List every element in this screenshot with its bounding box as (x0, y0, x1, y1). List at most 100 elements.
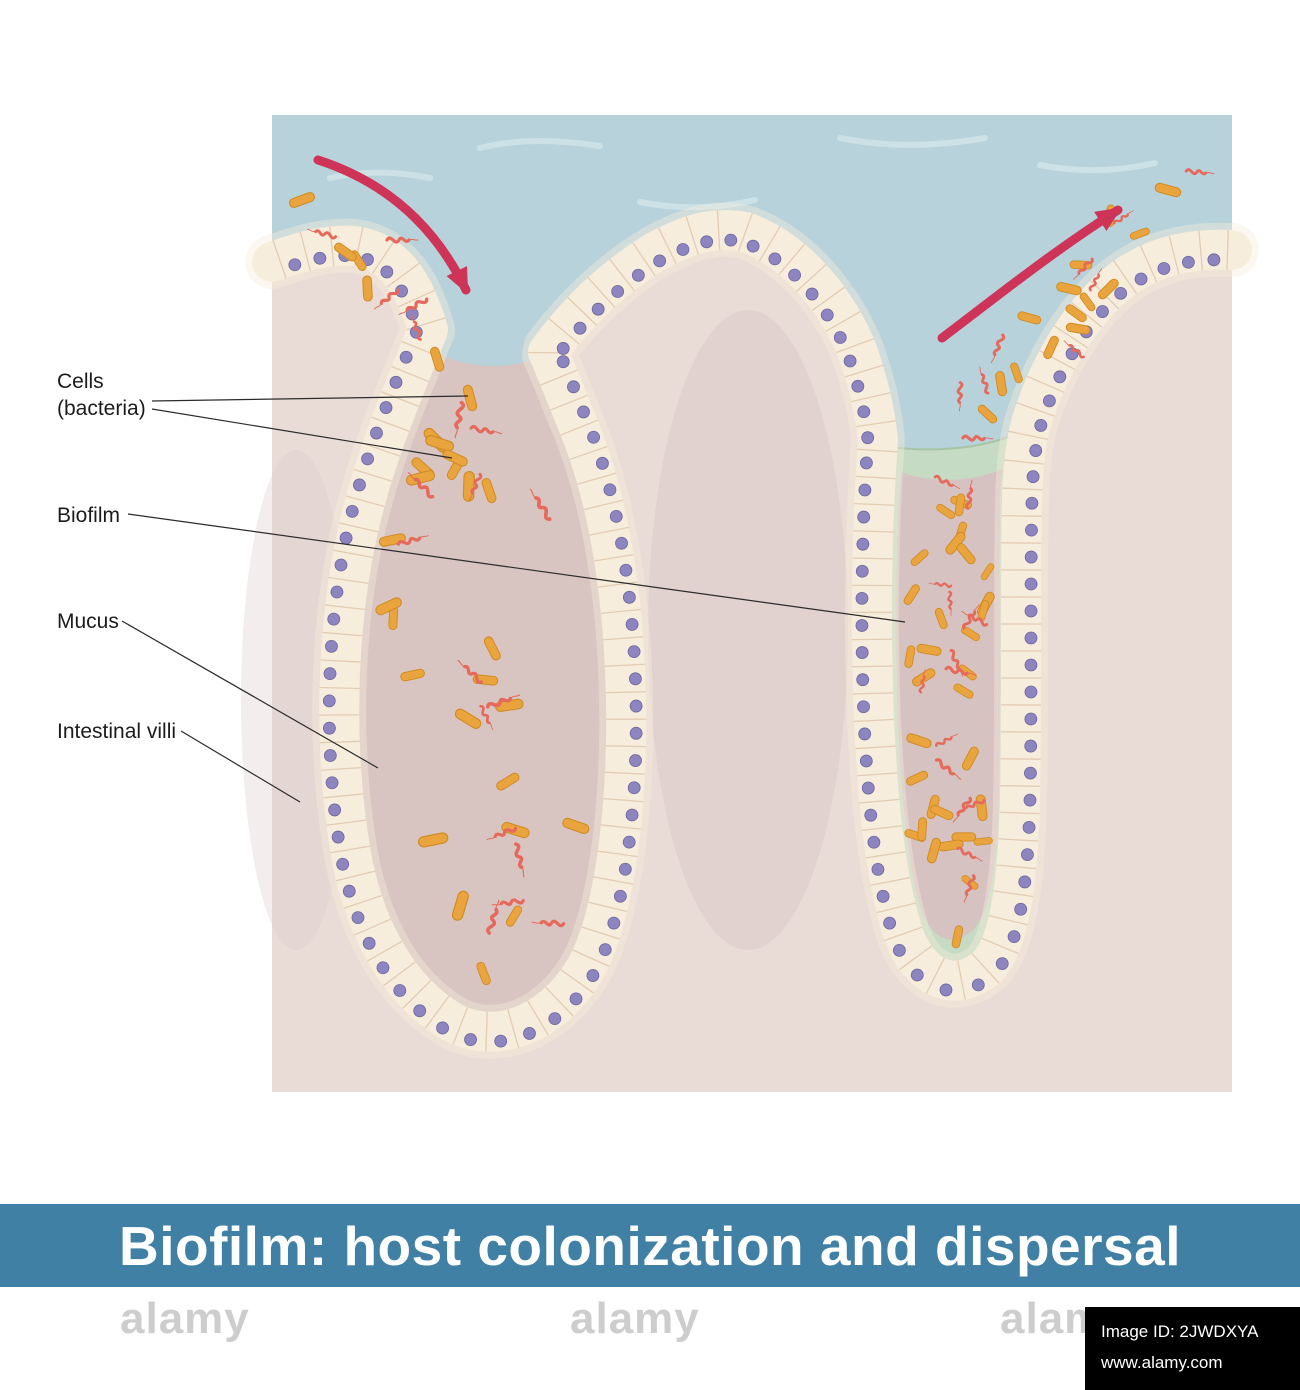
cell-boundary (1070, 301, 1103, 328)
mucus-region (343, 348, 619, 1023)
cell-nucleus (724, 233, 738, 247)
rod-bacterium-icon (418, 832, 449, 848)
flagellated-bacterium-icon (964, 479, 974, 510)
tissue-shading-left (241, 450, 351, 950)
cell-nucleus (556, 355, 570, 369)
cell-boundary (758, 226, 781, 262)
flagellated-bacterium-icon (411, 314, 422, 341)
flagellated-bacterium-icon (468, 472, 483, 502)
rod-bacterium-icon (906, 733, 932, 749)
cell-boundary (371, 416, 410, 432)
cell-nucleus (330, 585, 344, 599)
cell-boundary (330, 845, 371, 854)
rod-bacterium-icon (425, 435, 455, 452)
cell-boundary (857, 448, 898, 453)
flagellated-bacterium-icon (514, 842, 525, 878)
cell-boundary (685, 216, 699, 255)
cell-nucleus (939, 983, 953, 997)
rod-bacterium-icon (481, 478, 497, 504)
rod-bacterium-icon (375, 597, 402, 616)
flagellated-bacterium-icon (486, 826, 518, 841)
cell-boundary (1053, 325, 1088, 349)
cell-nucleus (622, 835, 636, 849)
leader-biofilm (127, 513, 906, 623)
rod-bacterium-icon (951, 925, 964, 949)
cell-nucleus (1024, 685, 1038, 699)
rod-bacterium-icon (334, 242, 357, 262)
cell-nucleus (629, 754, 642, 767)
cell-nucleus (1025, 496, 1039, 510)
cell-nucleus (322, 694, 336, 708)
cell-nucleus (567, 380, 580, 394)
page-title: Biofilm: host colonization and dispersal (118, 1214, 1182, 1277)
cell-nucleus (629, 672, 642, 686)
cell-boundary (605, 745, 646, 748)
cell-boundary (1168, 235, 1180, 275)
cell-nucleus (653, 254, 667, 268)
cell-nucleus (1034, 419, 1048, 432)
cell-nucleus (618, 862, 632, 876)
rod-bacterium-icon (1129, 227, 1150, 240)
cell-nucleus (1026, 470, 1040, 484)
flagellated-bacterium-icon (479, 704, 494, 731)
rod-bacterium-icon (910, 549, 929, 567)
cell-nucleus (1022, 821, 1036, 834)
cell-boundary (325, 604, 366, 611)
cell-boundary (335, 870, 376, 882)
cell-boundary (600, 824, 641, 830)
cell-nucleus (820, 308, 834, 322)
cell-nucleus (1024, 658, 1038, 672)
cell-boundary (836, 338, 875, 354)
rod-bacterium-icon (1065, 304, 1087, 323)
cell-nucleus (833, 331, 847, 344)
cell-nucleus (1207, 253, 1221, 267)
rod-bacterium-icon (429, 346, 445, 372)
cell-nucleus (351, 911, 365, 925)
cell-nucleus (1007, 930, 1021, 944)
flagellated-bacterium-icon (1088, 267, 1103, 292)
cell-nucleus (625, 808, 639, 822)
cell-boundary (603, 636, 644, 641)
cell-boundary (345, 495, 385, 508)
flagellated-bacterium-icon (469, 425, 503, 435)
cell-nucleus (855, 591, 869, 605)
rod-bacterium-icon (1079, 292, 1096, 312)
cell-boundary (852, 557, 893, 560)
cell-boundary (852, 665, 893, 668)
cell-boundary (398, 289, 436, 308)
cell-boundary (321, 767, 362, 771)
cell-nucleus (607, 916, 621, 930)
cell-boundary (854, 502, 895, 506)
leader-lines (121, 395, 906, 803)
cell-nucleus (361, 452, 374, 466)
cell-boundary (1002, 487, 1043, 491)
cell-nucleus (548, 1012, 562, 1026)
rod-bacterium-icon (903, 584, 920, 605)
cell-nucleus (861, 781, 875, 795)
rod-bacterium-icon (926, 837, 942, 864)
cell-nucleus (380, 265, 394, 279)
rod-bacterium-icon (405, 470, 436, 486)
cell-nucleus (768, 252, 782, 266)
cell-nucleus (858, 727, 872, 741)
cell-nucleus (591, 302, 605, 316)
label-cells: Cells (bacteria) (57, 368, 146, 422)
cell-boundary (1000, 784, 1041, 787)
cell-boundary (856, 420, 896, 428)
cell-nucleus (598, 943, 612, 957)
cell-boundary (402, 979, 432, 1009)
cell-nucleus (855, 619, 869, 632)
cell-nucleus (413, 1004, 427, 1018)
cell-nucleus (370, 426, 383, 440)
cell-nucleus (587, 430, 600, 444)
flagellated-bacterium-icon (529, 488, 552, 521)
cell-nucleus (1023, 793, 1037, 807)
cell-boundary (870, 877, 911, 886)
rod-bacterium-icon (951, 832, 977, 842)
cell-nucleus (859, 754, 873, 768)
cell-boundary (851, 392, 891, 403)
flagellated-bacterium-icon (961, 611, 989, 627)
rod-bacterium-icon (906, 770, 929, 786)
label-cells-line2: (bacteria) (57, 397, 146, 420)
